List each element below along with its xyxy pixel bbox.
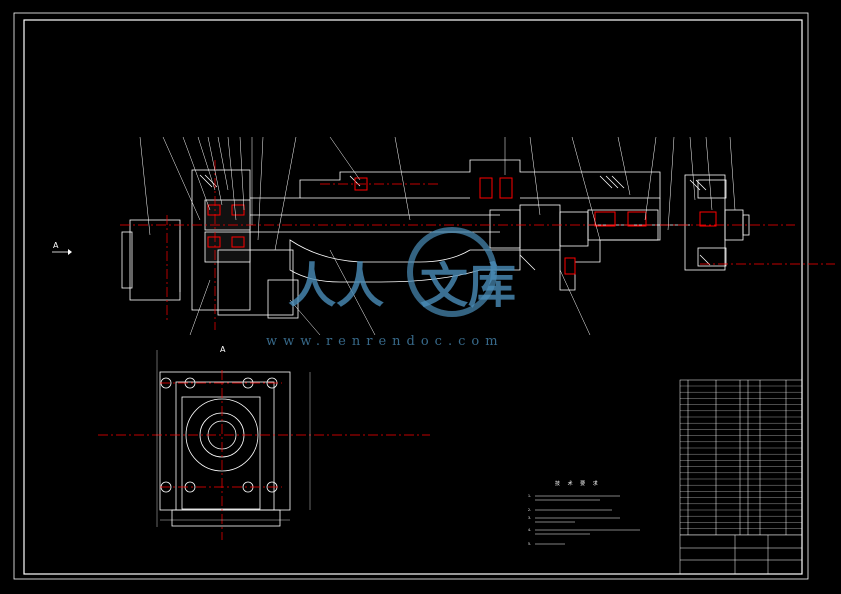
outer-frame — [13, 12, 809, 580]
tech-item-4: 4. — [528, 528, 531, 532]
watermark-logo-circle — [407, 227, 497, 317]
section-view-a — [159, 371, 291, 527]
tech-requirements-title: 技 术 要 求 — [555, 480, 601, 487]
watermark-url: www.renrendoc.com — [266, 334, 504, 349]
main-view-red-details — [207, 177, 717, 275]
renrendoc-watermark: 人人 文库 www.renrendoc.com — [266, 227, 516, 349]
view-label-a-section: A — [220, 345, 226, 354]
tech-item-5: 5. — [528, 542, 531, 546]
section-arrow-main: A — [52, 241, 72, 255]
tech-item-2: 2. — [528, 508, 531, 512]
parts-list-table — [679, 379, 803, 575]
parts-list-rows — [680, 385, 802, 535]
inner-frame — [23, 19, 803, 575]
watermark-text-left: 人人 — [288, 258, 384, 314]
main-view-centerlines — [120, 160, 835, 330]
tech-item-3: 3. — [528, 516, 531, 520]
watermark-text-right: 文库 — [420, 258, 516, 314]
tech-item-1: 1. — [528, 494, 531, 498]
view-label-a-main: A — [53, 241, 59, 250]
section-view-dimensions — [156, 350, 311, 527]
part-leader-lines — [139, 136, 736, 336]
section-view-centerlines — [98, 370, 430, 540]
technical-requirements: 技 术 要 求 1. 2. 3. 4. 5. — [528, 480, 640, 546]
